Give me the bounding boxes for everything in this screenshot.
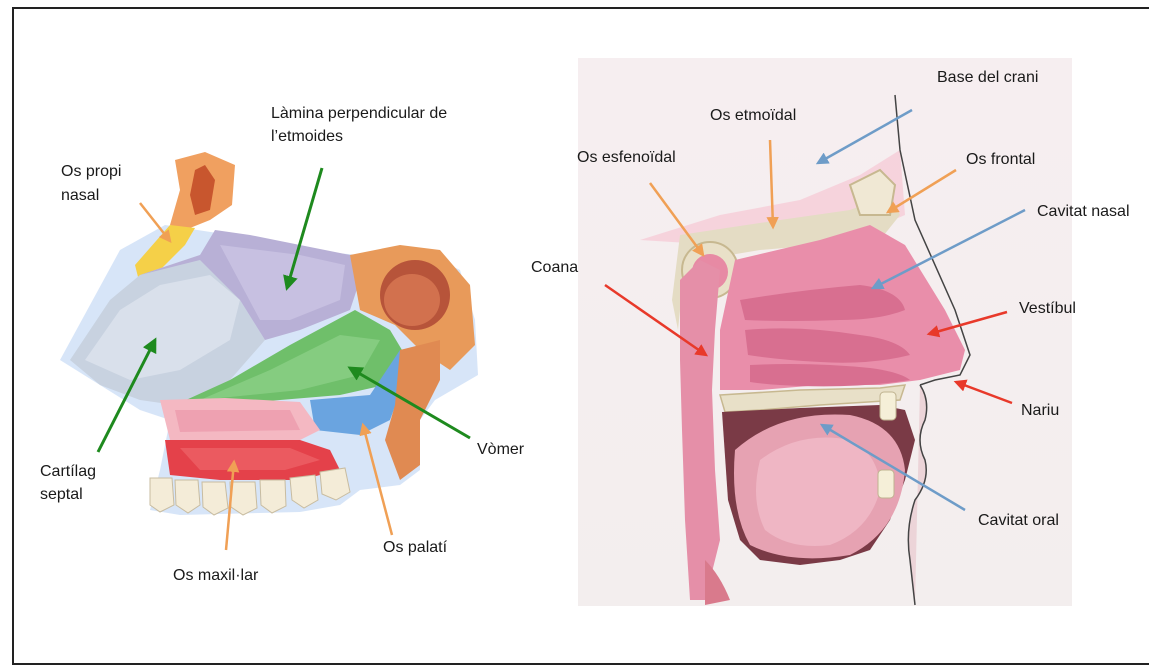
nasal-septum-illustration — [60, 152, 478, 515]
label-cavitat-nasal: Cavitat nasal — [1037, 202, 1130, 221]
label-os-propi-line1: Os propi — [61, 162, 121, 181]
label-cartilag-line1: Cartílag — [40, 462, 96, 481]
label-cartilag-line2: septal — [40, 485, 83, 504]
label-os-esfenoidal: Os esfenoïdal — [577, 148, 676, 167]
label-vomer: Vòmer — [477, 440, 524, 459]
label-nariu: Nariu — [1021, 401, 1059, 420]
label-os-propi-line2: nasal — [61, 186, 99, 205]
label-os-frontal: Os frontal — [966, 150, 1035, 169]
label-os-etmoidal: Os etmoïdal — [710, 106, 796, 125]
label-coana: Coana — [531, 258, 578, 277]
label-lamina-line2: l’etmoides — [271, 127, 343, 146]
label-base-crani: Base del crani — [937, 68, 1038, 87]
label-os-maxil: Os maxil·lar — [173, 566, 258, 585]
label-cavitat-oral: Cavitat oral — [978, 511, 1059, 530]
label-vestibul: Vestíbul — [1019, 299, 1076, 318]
label-lamina-line1: Làmina perpendicular de — [271, 104, 447, 123]
label-os-palati: Os palatí — [383, 538, 447, 557]
